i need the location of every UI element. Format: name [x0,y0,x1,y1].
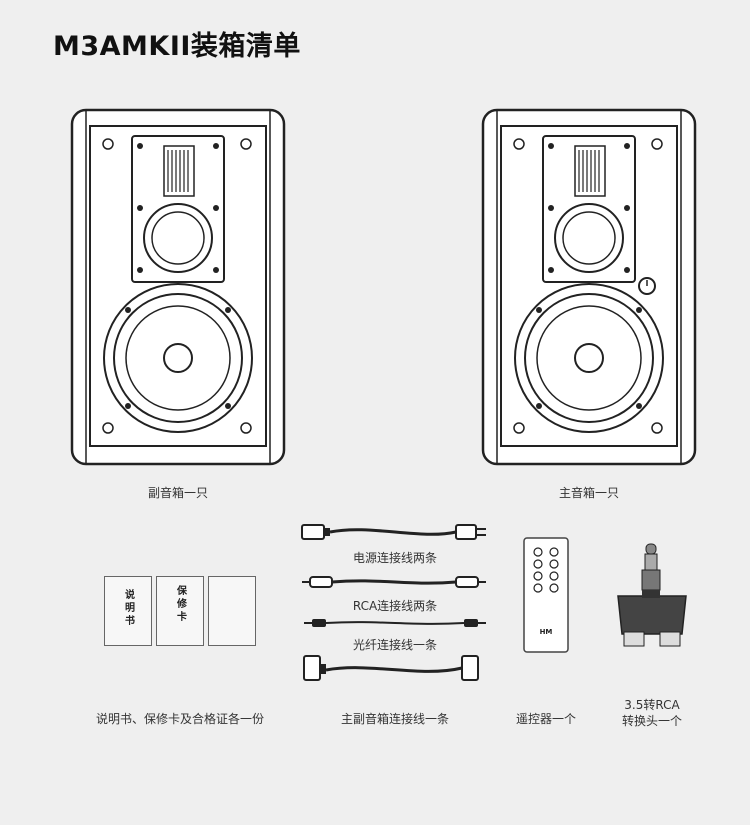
manual-text: 说明书 [122,589,134,628]
link-cable-image [300,652,490,686]
active-speaker-label: 主音箱一只 [558,486,619,500]
power-cable-image [300,520,490,546]
link-cable-label: 主副音箱连接线一条 [340,712,449,726]
warranty-text: 保修卡 [174,585,186,624]
adapter-image [612,542,692,650]
certificate-card [208,576,256,646]
adapter-label-line2: 转换头一个 [621,714,682,728]
rca-cable-label: RCA连接线两条 [352,599,438,613]
page-title: M3AMKII装箱清单 [53,31,301,62]
rca-cable-image [300,572,490,592]
manual-booklet: 说明书 [104,576,152,646]
optical-cable-label: 光纤连接线一条 [352,638,437,652]
remote-control-image [522,536,570,654]
warranty-card: 保修卡 [156,576,204,646]
remote-logo: HM [539,628,553,636]
passive-speaker-image [70,108,286,466]
adapter-label-line1: 3.5转RCA [624,698,680,712]
remote-label: 遥控器一个 [515,712,576,726]
documents-label: 说明书、保修卡及合格证各一份 [95,712,264,726]
active-speaker-image [481,108,697,466]
power-cable-label: 电源连接线两条 [352,551,437,565]
passive-speaker-label: 副音箱一只 [147,486,208,500]
optical-cable-image [300,614,490,632]
